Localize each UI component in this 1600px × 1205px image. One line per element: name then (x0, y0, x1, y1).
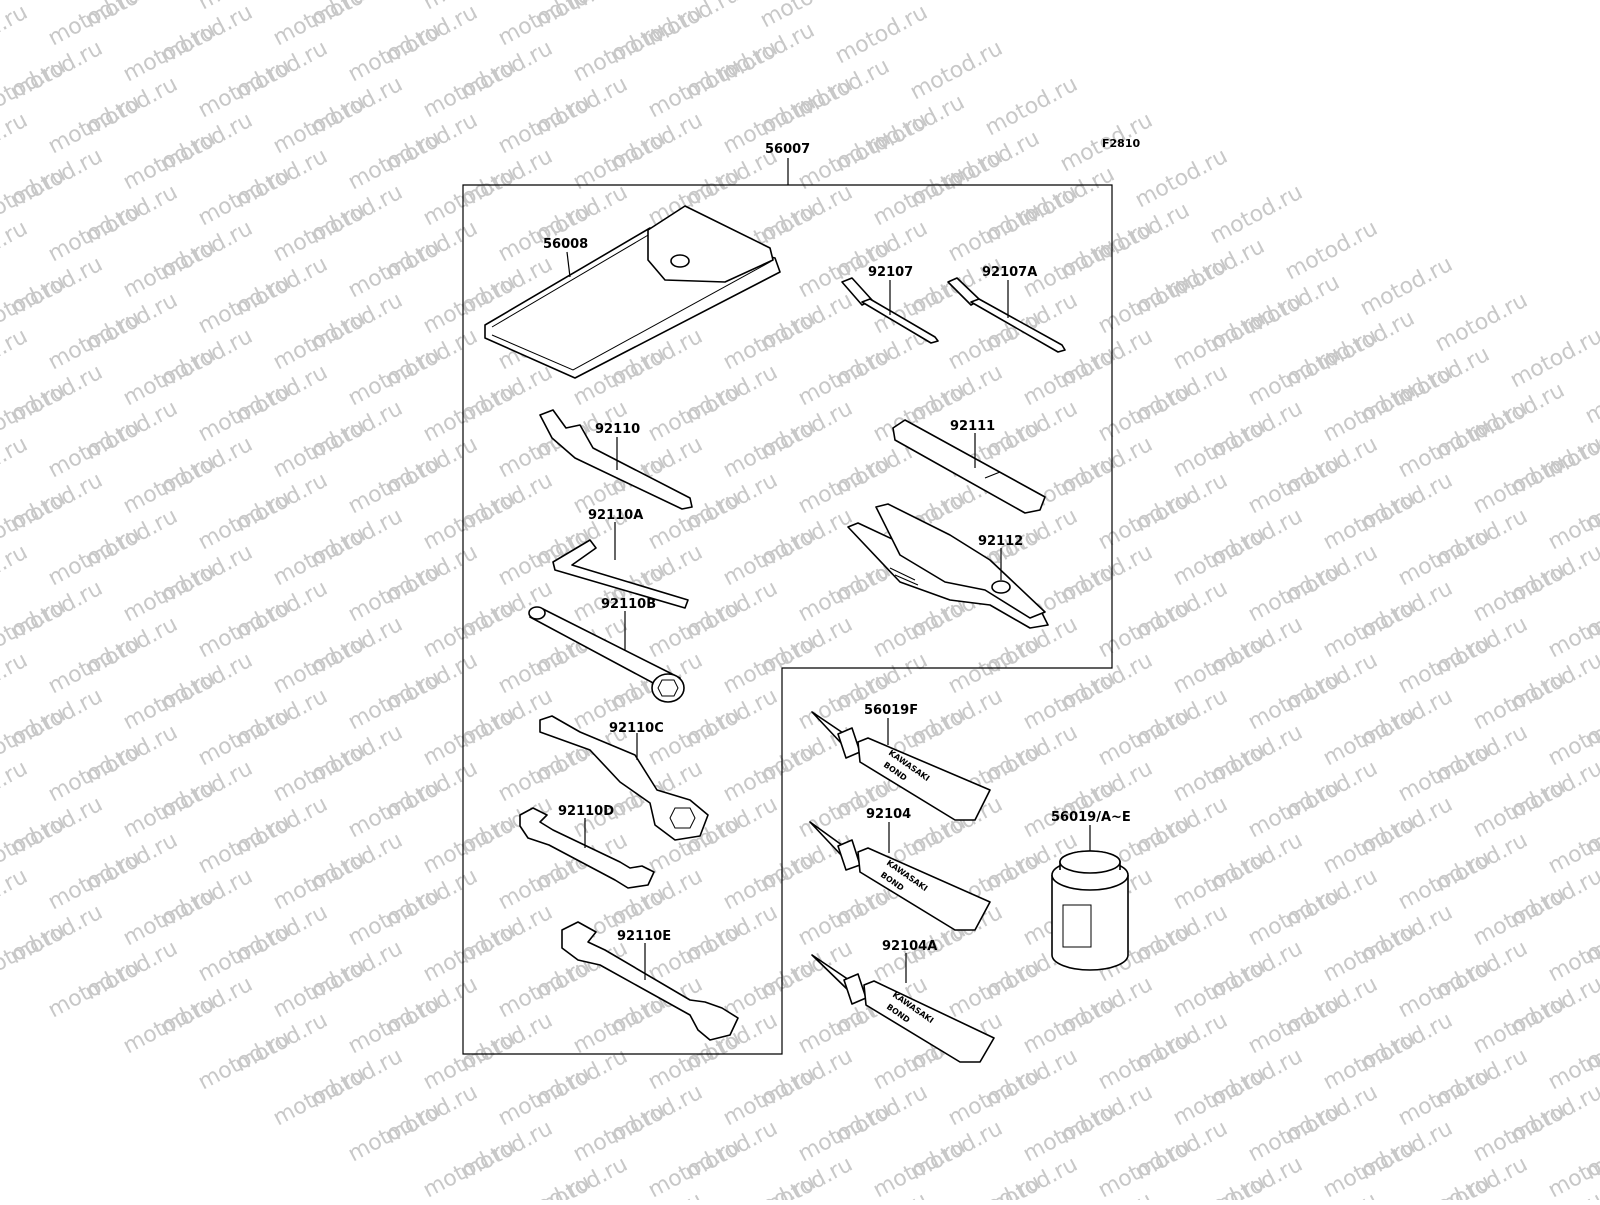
box-wrench (539, 715, 709, 841)
kit-outline (462, 158, 1113, 1055)
open-wrench-small (519, 807, 655, 889)
screwdriver-bit-a (947, 277, 1066, 353)
pliers (847, 503, 1049, 629)
watermark-text: motod.ru (944, 1170, 1045, 1200)
label-56019F: 56019F (864, 703, 918, 718)
watermark-text: motod.ru (719, 1170, 820, 1200)
watermark-text: motod.ru (0, 216, 32, 285)
tool-pouch (484, 205, 781, 379)
plug-wrench (528, 606, 685, 703)
watermark-text: motod.ru (194, 1026, 295, 1095)
watermark-text: motod.ru (1169, 1170, 1270, 1200)
watermark-text: motod.ru (0, 864, 32, 933)
watermark-text: motod.ru (0, 0, 32, 69)
label-92110C: 92110C (609, 721, 664, 736)
watermark-text: motod.ru (0, 756, 32, 825)
watermark-text: motod.ru (1394, 1170, 1495, 1200)
label-92110B: 92110B (601, 597, 656, 612)
hook-spanner (539, 409, 693, 510)
label-92110: 92110 (595, 422, 640, 437)
label-92104A: 92104A (882, 939, 937, 954)
label-92110A: 92110A (588, 508, 643, 523)
open-wrench-large (561, 921, 739, 1041)
figure-code: F2810 (1102, 137, 1140, 150)
label-92104: 92104 (866, 807, 911, 822)
label-92107: 92107 (868, 265, 913, 280)
watermark-text: motod.ru (494, 1170, 595, 1200)
label-92110E: 92110E (617, 929, 671, 944)
watermark-text: motod.ru (119, 990, 220, 1059)
label-56007: 56007 (765, 142, 810, 157)
watermark-text: motod.ru (419, 1134, 520, 1200)
label-56008: 56008 (543, 237, 588, 252)
hex-key (552, 522, 689, 609)
bond-tube: KAWASAKI BOND (809, 821, 991, 931)
watermark-text: motod.ru (0, 324, 32, 393)
screwdriver-bit (841, 277, 939, 344)
label-92112: 92112 (978, 534, 1023, 549)
watermark-text: motod.ru (0, 918, 70, 987)
label-92111: 92111 (950, 419, 995, 434)
watermark-text: motod.ru (0, 432, 32, 501)
watermark-text: motod.ru (344, 1098, 445, 1167)
screwdriver-handle (892, 419, 1046, 514)
watermark-text: motod.ru (1581, 360, 1600, 429)
watermark-text: motod.ru (44, 954, 145, 1023)
label-56019-A-E: 56019/A~E (1051, 810, 1131, 825)
watermark-text: motod.ru (0, 540, 32, 609)
label-92107A: 92107A (982, 265, 1037, 280)
label-92110D: 92110D (558, 804, 614, 819)
watermark-text: motod.ru (269, 1062, 370, 1131)
watermark-text: motod.ru (0, 108, 32, 177)
watermark-text: motod.ru (0, 648, 32, 717)
bond-can (1051, 825, 1129, 971)
